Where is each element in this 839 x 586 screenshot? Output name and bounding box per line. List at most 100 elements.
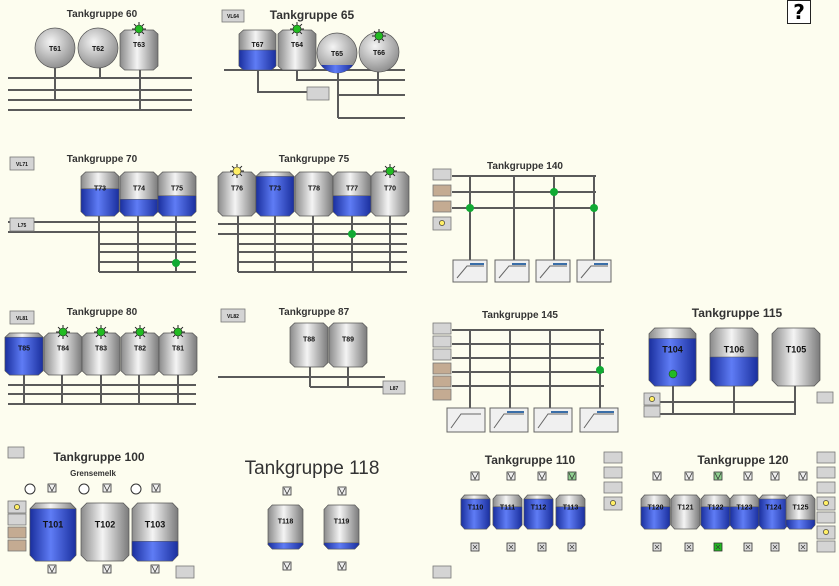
g140-btn-1[interactable] xyxy=(432,168,452,181)
g115-btn[interactable] xyxy=(643,405,661,418)
valve-vl81-button[interactable]: VL81 xyxy=(9,310,35,325)
g145-btn-2[interactable] xyxy=(432,335,452,348)
g100-btn-3[interactable] xyxy=(7,539,27,552)
g120-btn-3[interactable] xyxy=(816,481,836,494)
valve-vl82-button[interactable]: VL82 xyxy=(220,308,246,323)
tank[interactable]: T119 xyxy=(323,504,360,550)
valve-indicator[interactable] xyxy=(102,564,112,574)
valve-indicator[interactable] xyxy=(743,471,753,481)
tank[interactable]: T70 xyxy=(370,164,410,217)
tank[interactable]: T121 xyxy=(670,494,701,530)
g145-btn-6[interactable] xyxy=(432,388,452,401)
tank[interactable]: T63 xyxy=(119,22,159,71)
valve-indicator[interactable] xyxy=(798,471,808,481)
exchanger-unit[interactable] xyxy=(535,259,571,283)
tank[interactable]: T75 xyxy=(157,171,197,217)
exchanger-unit[interactable] xyxy=(494,259,530,283)
tank[interactable]: T111 xyxy=(492,494,523,530)
tank[interactable]: T104 xyxy=(648,327,697,387)
valve-indicator[interactable] xyxy=(337,486,347,496)
tank[interactable]: T102 xyxy=(80,502,130,562)
valve-indicator[interactable] xyxy=(770,471,780,481)
exchanger-unit[interactable] xyxy=(579,407,619,433)
exchanger-unit[interactable] xyxy=(452,259,488,283)
g120-btn-1[interactable] xyxy=(816,451,836,464)
valve-indicator[interactable] xyxy=(47,483,57,493)
tank[interactable]: T125 xyxy=(785,494,816,530)
valve-indicator[interactable] xyxy=(282,486,292,496)
tank[interactable]: T113 xyxy=(555,494,586,530)
loop-l75-button[interactable]: L75 xyxy=(9,217,35,232)
tank[interactable]: T77 xyxy=(332,171,372,217)
tank[interactable]: T122 xyxy=(700,494,731,530)
tank[interactable]: T103 xyxy=(131,502,179,562)
tank[interactable]: T84 xyxy=(43,325,83,376)
g145-btn-5[interactable] xyxy=(432,375,452,388)
valve-vl64-button[interactable]: VL64 xyxy=(221,9,245,23)
tank[interactable]: T120 xyxy=(640,494,671,530)
spherical-tank[interactable]: T65 xyxy=(316,32,358,74)
valve-indicator[interactable] xyxy=(47,564,57,574)
tank[interactable]: T83 xyxy=(81,325,121,376)
group-100-button[interactable] xyxy=(7,446,25,459)
tank[interactable]: T105 xyxy=(771,327,821,387)
exchanger-unit[interactable] xyxy=(489,407,529,433)
tank[interactable]: T88 xyxy=(289,322,329,368)
g145-btn-1[interactable] xyxy=(432,322,452,335)
spherical-tank[interactable]: T61 xyxy=(34,27,76,69)
group-100-bottom-button[interactable] xyxy=(175,565,195,579)
tank[interactable]: T106 xyxy=(709,327,759,387)
g120-btn-2[interactable] xyxy=(816,466,836,479)
group-65-button[interactable] xyxy=(306,86,330,101)
tank[interactable]: T67 xyxy=(238,29,277,71)
valve-indicator[interactable] xyxy=(282,561,292,571)
tank[interactable]: T74 xyxy=(119,171,159,217)
g145-btn-3[interactable] xyxy=(432,348,452,361)
tank[interactable]: T124 xyxy=(758,494,789,530)
valve-indicator[interactable] xyxy=(470,471,480,481)
tank[interactable]: T81 xyxy=(158,325,198,376)
g110-btn-1[interactable] xyxy=(603,451,623,464)
g100-btn-1[interactable] xyxy=(7,513,27,526)
g120-btn-5[interactable] xyxy=(816,540,836,553)
loop-l87-button[interactable]: L87 xyxy=(382,380,406,395)
tank[interactable]: T110 xyxy=(460,494,491,530)
spherical-tank[interactable]: T62 xyxy=(77,27,119,69)
g110-btn-2[interactable] xyxy=(603,466,623,479)
valve-indicator[interactable] xyxy=(337,561,347,571)
valve-indicator[interactable] xyxy=(713,471,723,481)
tank[interactable]: T76 xyxy=(217,164,257,217)
g120-btn-4[interactable] xyxy=(816,511,836,524)
valve-indicator[interactable] xyxy=(102,483,112,493)
valve-indicator[interactable] xyxy=(537,471,547,481)
tank[interactable]: T64 xyxy=(277,22,317,71)
group-110-bottom-button[interactable] xyxy=(432,565,452,579)
g145-btn-4[interactable] xyxy=(432,362,452,375)
valve-indicator[interactable] xyxy=(506,471,516,481)
g140-btn-3[interactable] xyxy=(432,200,452,213)
tank[interactable]: T78 xyxy=(294,171,334,217)
exchanger-unit[interactable] xyxy=(533,407,573,433)
valve-indicator[interactable] xyxy=(652,471,662,481)
tank[interactable]: T118 xyxy=(267,504,304,550)
valve-indicator[interactable] xyxy=(151,483,161,493)
exchanger-unit[interactable] xyxy=(446,407,486,433)
spherical-tank[interactable]: T66 xyxy=(358,29,400,73)
tank[interactable]: T85 xyxy=(4,332,44,376)
tank[interactable]: T112 xyxy=(523,494,554,530)
tank[interactable]: T89 xyxy=(328,322,368,368)
valve-indicator[interactable] xyxy=(150,564,160,574)
g110-btn-3[interactable] xyxy=(603,481,623,494)
tank[interactable]: T82 xyxy=(120,325,160,376)
tank[interactable]: T73 xyxy=(255,171,295,217)
valve-indicator[interactable] xyxy=(567,471,577,481)
tank[interactable]: T73 xyxy=(80,171,120,217)
g100-btn-2[interactable] xyxy=(7,526,27,539)
valve-indicator[interactable] xyxy=(684,471,694,481)
tank[interactable]: T101 xyxy=(29,502,77,562)
g140-btn-2[interactable] xyxy=(432,184,452,197)
valve-vl71-button[interactable]: VL71 xyxy=(9,156,35,171)
tank[interactable]: T123 xyxy=(729,494,760,530)
group-115-button[interactable] xyxy=(816,391,834,404)
help-button[interactable]: ? xyxy=(787,0,811,24)
